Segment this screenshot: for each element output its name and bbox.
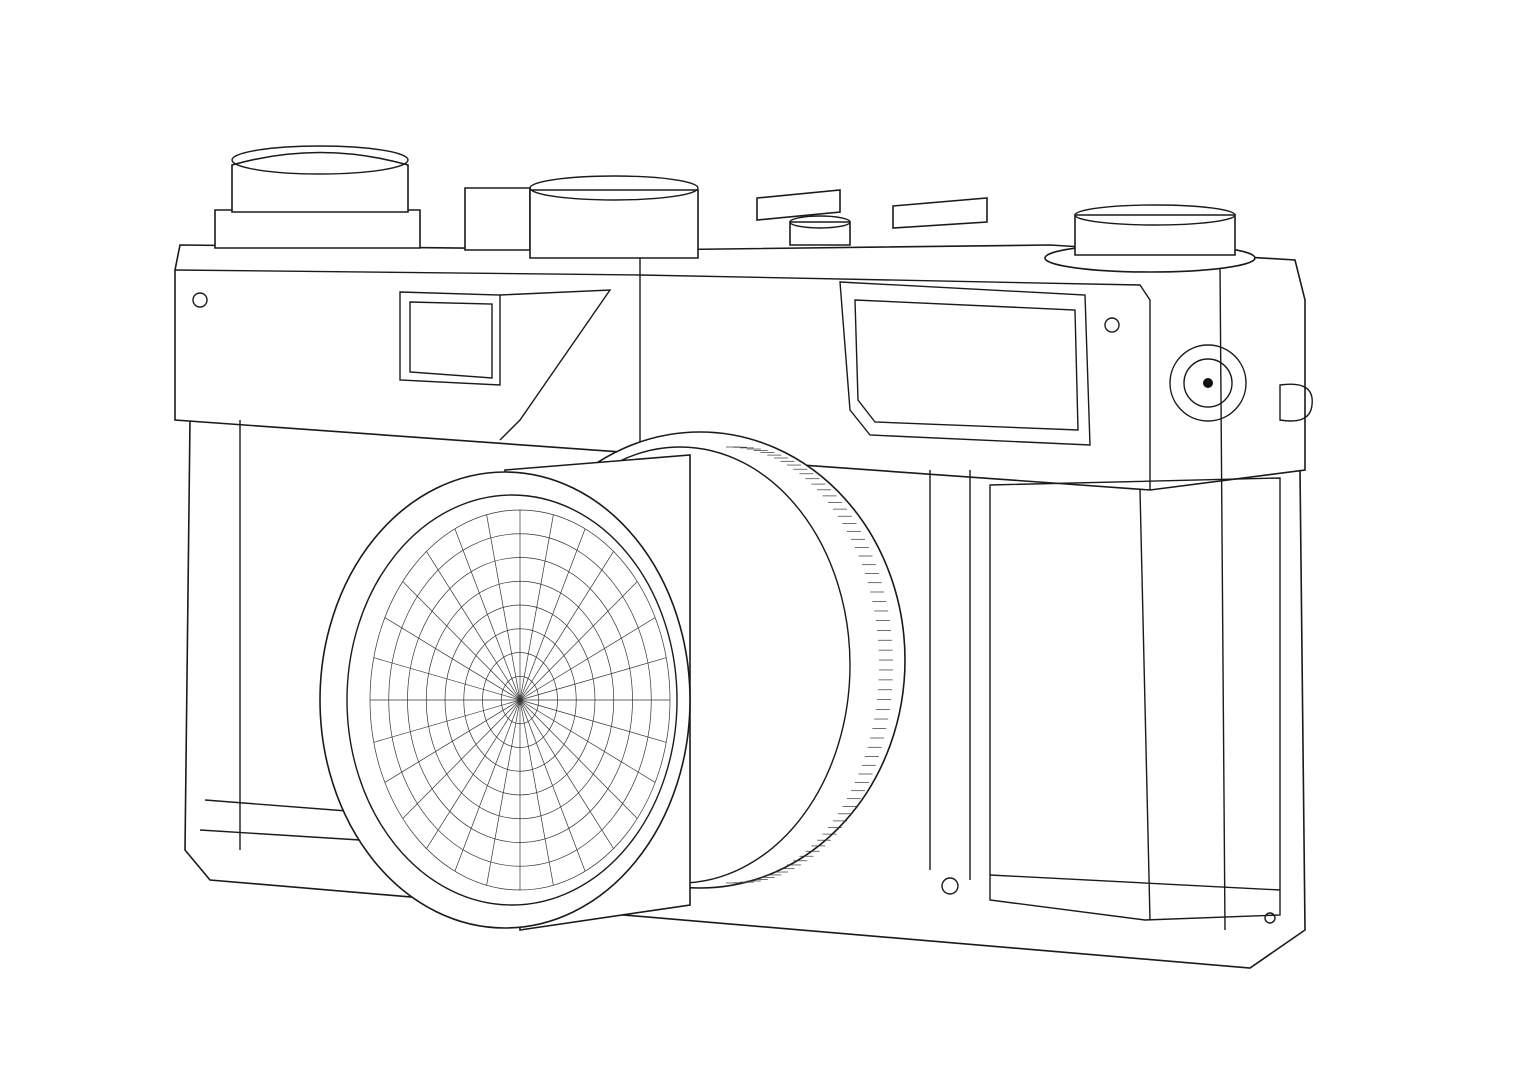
mesh-spoke <box>486 514 521 701</box>
mesh-spoke <box>519 528 586 701</box>
accessory-shoe-left <box>756 189 841 221</box>
lens-glass-mesh <box>369 509 671 891</box>
body-vertical-seams <box>239 250 1226 931</box>
mesh-spoke <box>402 581 521 701</box>
mesh-spoke <box>519 699 614 849</box>
side-knob <box>1169 344 1247 422</box>
mesh-spoke <box>519 699 638 819</box>
focus-ring-knurling <box>726 446 893 884</box>
mesh-spoke <box>519 699 667 743</box>
mesh-spoke <box>519 581 638 701</box>
side-knob-center <box>1203 378 1213 388</box>
bottom-trim <box>199 489 1281 921</box>
rewind-dial <box>214 145 421 249</box>
lens-inner-rim <box>346 494 678 906</box>
screw-right <box>1104 317 1120 333</box>
screw-corner <box>1264 912 1276 924</box>
mesh-spoke <box>454 528 521 701</box>
mesh-spoke <box>486 699 521 886</box>
advance-dial <box>1044 204 1256 273</box>
top-plate-edge <box>174 269 1151 490</box>
rangefinder-window-left <box>399 291 501 386</box>
shutter-dial <box>464 175 699 259</box>
mesh-spoke <box>402 699 521 819</box>
mesh-spoke <box>373 699 521 743</box>
top-dials <box>214 145 1256 273</box>
mesh-spoke <box>384 617 521 701</box>
mesh-spoke <box>454 699 521 872</box>
mesh-spoke <box>384 699 521 783</box>
mesh-spoke <box>426 551 521 701</box>
screw-left <box>192 292 208 308</box>
mesh-spoke <box>519 551 614 701</box>
mesh-spoke <box>373 657 521 701</box>
side-knob-inner <box>1183 358 1233 408</box>
rangefinder-wedge <box>499 289 612 441</box>
mesh-spoke <box>519 617 656 701</box>
strap-lug <box>1279 383 1313 422</box>
lens-assembly <box>319 431 906 931</box>
mesh-spoke <box>519 699 554 886</box>
mesh-spoke <box>519 514 554 701</box>
screw-bottom <box>941 877 959 895</box>
mesh-spoke <box>519 657 667 701</box>
mesh-spoke <box>519 699 586 872</box>
grip-panel <box>989 477 1281 921</box>
viewfinder-window <box>839 281 1091 446</box>
mesh-spoke <box>519 699 656 783</box>
mesh-spoke <box>426 699 521 849</box>
shutter-button <box>789 215 851 246</box>
accessory-shoe-right <box>892 197 988 229</box>
top-plate <box>174 244 1306 491</box>
